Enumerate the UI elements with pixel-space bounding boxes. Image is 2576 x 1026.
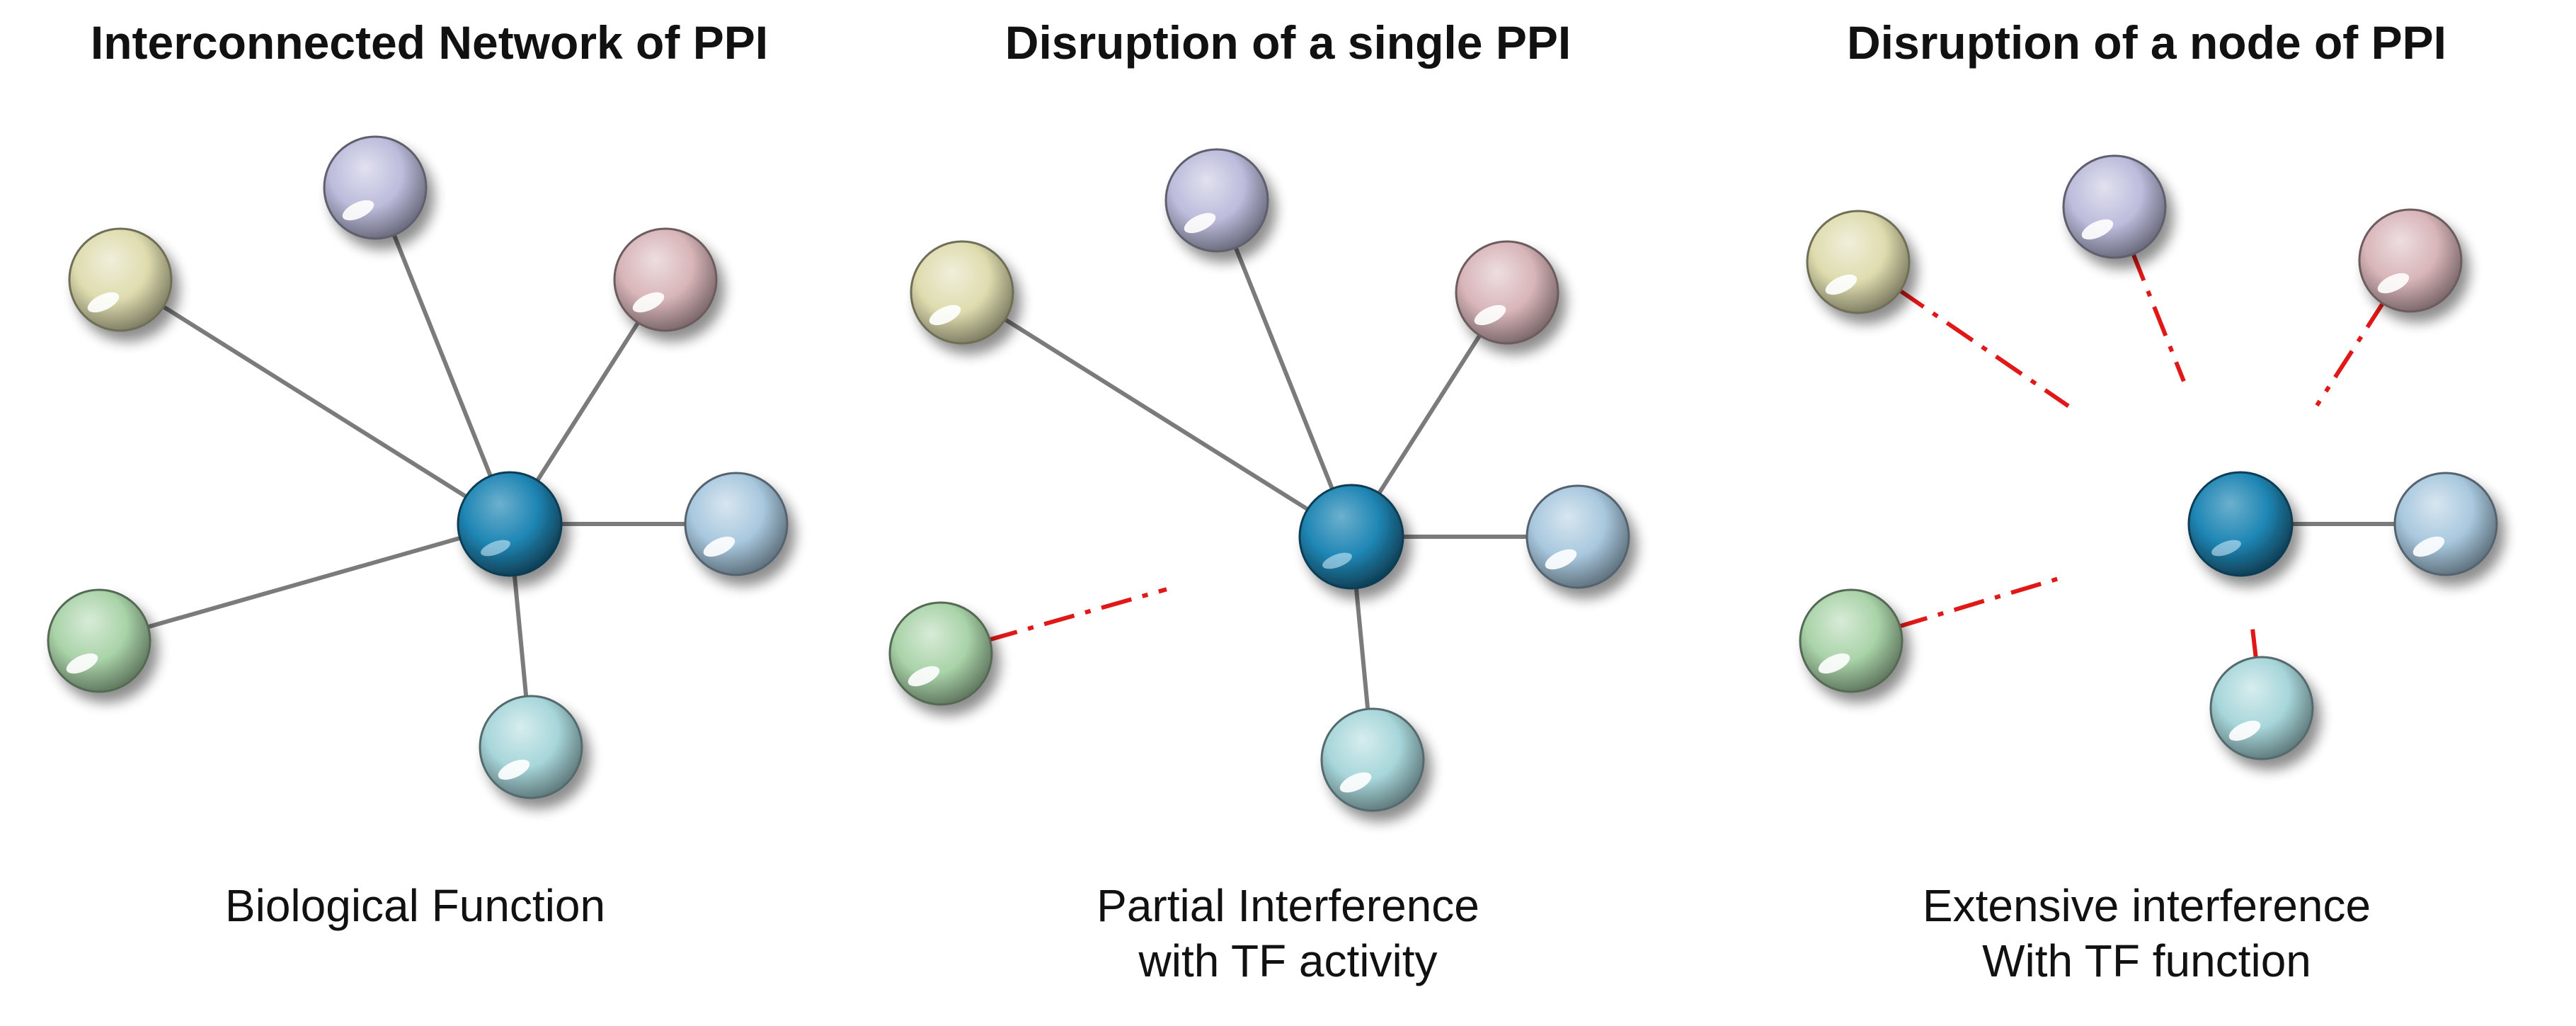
hub-node-tf (1298, 484, 1404, 590)
caption-line: Biological Function (224, 880, 606, 931)
protein-node-lavender (323, 135, 428, 240)
protein-node-blue (2393, 472, 2498, 576)
protein-node-yellow (1806, 210, 1911, 314)
protein-node-pink (1455, 240, 1559, 345)
protein-node-green (47, 588, 151, 693)
protein-node-cyan (2209, 656, 2314, 760)
panel-intact-network (47, 135, 789, 799)
protein-node-pink (2358, 208, 2463, 313)
protein-node-green (1799, 588, 1904, 693)
panel-title-node-disruption: Disruption of a node of PPI (1847, 16, 2446, 69)
protein-node-lavender (1164, 148, 1269, 253)
edge-intact-lavender (1215, 198, 1353, 539)
protein-node-blue (684, 472, 789, 576)
edge-disrupted-yellow (1896, 287, 2070, 408)
edge-disrupted-green (986, 587, 1167, 643)
protein-node-yellow (910, 240, 1014, 345)
edge-disrupted-pink (2315, 300, 2386, 407)
panel-node-disruption (1799, 154, 2498, 760)
protein-node-cyan (1320, 707, 1425, 812)
panel-caption-intact-network: Biological Function (0, 878, 845, 933)
panel-caption-single-disruption: Partial Interference with TF activity (859, 878, 1717, 988)
edge-disrupted-cyan (2250, 625, 2259, 661)
caption-line: Partial Interference (1097, 880, 1479, 931)
caption-line: with TF activity (1138, 935, 1438, 987)
protein-node-blue (1525, 484, 1630, 589)
panel-caption-node-disruption: Extensive interference With TF function (1717, 878, 2576, 988)
edge-intact-yellow (118, 278, 512, 526)
edge-disrupted-lavender (2130, 251, 2186, 382)
hub-node-tf (2187, 471, 2294, 577)
hub-node-tf (457, 471, 563, 577)
panel-single-disruption (888, 148, 1630, 812)
edge-disrupted-green (1896, 574, 2066, 629)
panel-title-single-disruption: Disruption of a single PPI (1004, 16, 1572, 69)
protein-node-pink (613, 227, 718, 332)
protein-node-lavender (2062, 154, 2167, 259)
edge-intact-green (97, 522, 512, 643)
panel-title-intact-network: Interconnected Network of PPI (90, 16, 769, 69)
edge-intact-lavender (373, 186, 512, 526)
protein-node-cyan (479, 695, 583, 799)
caption-line: Extensive interference (1922, 880, 2371, 931)
caption-line: With TF function (1982, 935, 2311, 987)
edge-intact-yellow (960, 290, 1353, 539)
protein-node-green (888, 601, 993, 706)
protein-node-yellow (68, 227, 173, 332)
